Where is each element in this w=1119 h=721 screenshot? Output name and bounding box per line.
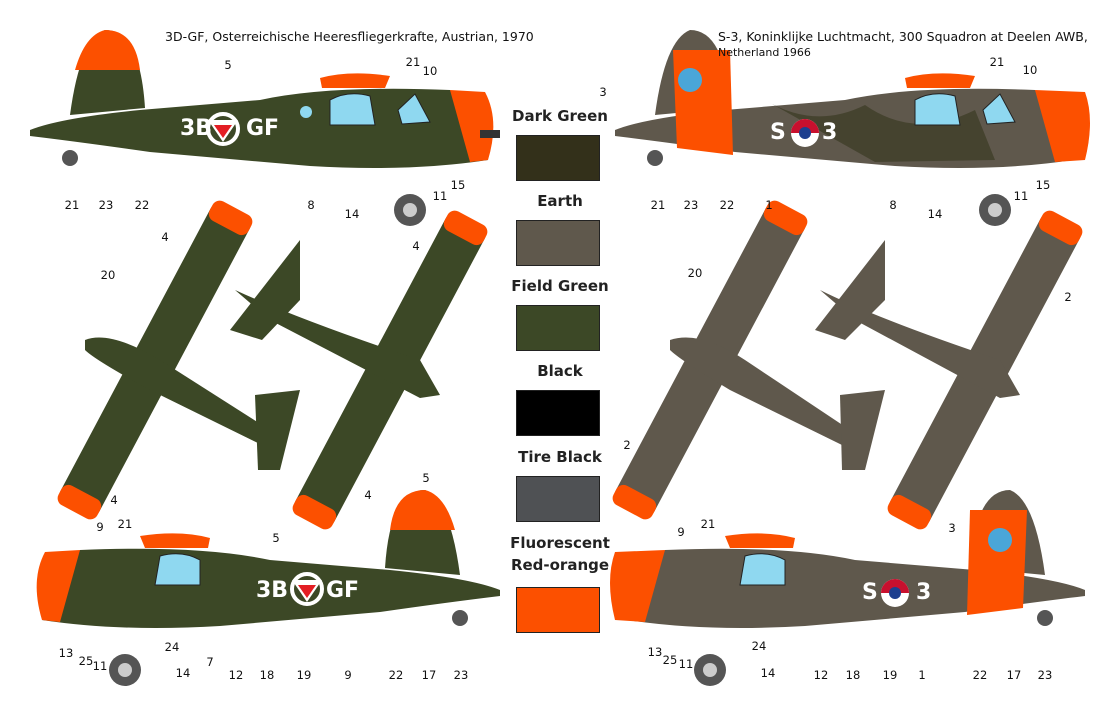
callout: 12 bbox=[813, 668, 829, 682]
callout: 23 bbox=[453, 668, 469, 682]
callout: 22 bbox=[134, 198, 150, 212]
callout: 14 bbox=[175, 666, 191, 680]
swatch-label: Red-orange bbox=[510, 556, 610, 574]
swatch-field-green bbox=[516, 305, 600, 351]
callout: 20 bbox=[100, 268, 116, 282]
callout: 15 bbox=[1035, 178, 1051, 192]
callout: 8 bbox=[307, 198, 315, 212]
swatch-label: Field Green bbox=[511, 277, 609, 295]
registration-right: 3 bbox=[822, 120, 838, 145]
callout: 22 bbox=[719, 198, 735, 212]
callout: 2 bbox=[623, 438, 631, 452]
callout: 4 bbox=[412, 239, 420, 253]
callout: 3 bbox=[948, 521, 956, 535]
callout: 4 bbox=[161, 230, 169, 244]
callout: 11 bbox=[678, 657, 694, 671]
registration-left: S bbox=[770, 120, 786, 145]
callout: 22 bbox=[388, 668, 404, 682]
callout: 8 bbox=[889, 198, 897, 212]
callout: 1 bbox=[918, 668, 926, 682]
registration-right: GF bbox=[246, 116, 280, 141]
swatch-label: Earth bbox=[537, 192, 583, 210]
dutch-side-profile-top bbox=[615, 30, 1090, 226]
callout: 3 bbox=[599, 85, 607, 99]
callout: 5 bbox=[422, 471, 430, 485]
swatch-label: Fluorescent bbox=[510, 534, 610, 552]
callout: 11 bbox=[92, 659, 108, 673]
registration-left: 3B bbox=[180, 116, 213, 141]
callout: 7 bbox=[206, 655, 214, 669]
callout: 11 bbox=[432, 189, 448, 203]
dutch-side-profile-bottom bbox=[610, 490, 1085, 686]
callout: 23 bbox=[683, 198, 699, 212]
swatch-black bbox=[516, 390, 600, 436]
scheme-title-dutch: S-3, Koninklijke Luchtmacht, 300 Squadro… bbox=[718, 29, 1088, 44]
austrian-side-profile-bottom bbox=[36, 490, 500, 686]
swatch-dark-green bbox=[516, 135, 600, 181]
callout: 1 bbox=[765, 198, 773, 212]
swatch-fluorescent-red-orange bbox=[516, 587, 600, 633]
callout: 5 bbox=[224, 58, 232, 72]
callout: 25 bbox=[662, 653, 678, 667]
swatch-label: Black bbox=[537, 362, 583, 380]
scheme-title-austrian: 3D-GF, Osterreichische Heeresfliegerkraf… bbox=[165, 29, 534, 44]
callout: 5 bbox=[272, 531, 280, 545]
callout: 17 bbox=[1006, 668, 1022, 682]
austrian-top-fuselage bbox=[85, 337, 270, 445]
callout: 13 bbox=[58, 646, 74, 660]
austrian-side-profile-top bbox=[30, 30, 500, 226]
callout: 4 bbox=[364, 488, 372, 502]
callout: 19 bbox=[882, 668, 898, 682]
callout: 12 bbox=[228, 668, 244, 682]
callout: 21 bbox=[405, 55, 421, 69]
callout: 10 bbox=[422, 64, 438, 78]
callout: 9 bbox=[677, 525, 685, 539]
callout: 18 bbox=[845, 668, 861, 682]
registration-left: S bbox=[862, 580, 878, 605]
callout: 17 bbox=[421, 668, 437, 682]
callout: 14 bbox=[344, 207, 360, 221]
swatch-tire-black bbox=[516, 476, 600, 522]
callout: 21 bbox=[117, 517, 133, 531]
callout: 11 bbox=[1013, 189, 1029, 203]
callout: 25 bbox=[78, 654, 94, 668]
callout: 21 bbox=[989, 55, 1005, 69]
swatch-label: Dark Green bbox=[512, 107, 608, 125]
swatch-label: Tire Black bbox=[518, 448, 602, 466]
callout: 22 bbox=[972, 668, 988, 682]
callout: 21 bbox=[650, 198, 666, 212]
callout: 23 bbox=[98, 198, 114, 212]
callout: 21 bbox=[700, 517, 716, 531]
registration-right: 3 bbox=[916, 580, 932, 605]
callout: 23 bbox=[1037, 668, 1053, 682]
callout: 15 bbox=[450, 178, 466, 192]
callout: 14 bbox=[927, 207, 943, 221]
callout: 9 bbox=[96, 520, 104, 534]
callout: 13 bbox=[647, 645, 663, 659]
callout: 18 bbox=[259, 668, 275, 682]
callout: 19 bbox=[296, 668, 312, 682]
callout: 21 bbox=[64, 198, 80, 212]
callout: 9 bbox=[344, 668, 352, 682]
registration-right: GF bbox=[326, 578, 360, 603]
callout: 14 bbox=[760, 666, 776, 680]
callout: 20 bbox=[687, 266, 703, 280]
callout: 24 bbox=[164, 640, 180, 654]
scheme-title-dutch-line2: Netherland 1966 bbox=[718, 46, 811, 59]
swatch-earth bbox=[516, 220, 600, 266]
registration-left: 3B bbox=[256, 578, 289, 603]
callout: 2 bbox=[1064, 290, 1072, 304]
callout: 10 bbox=[1022, 63, 1038, 77]
callout: 4 bbox=[110, 493, 118, 507]
callout: 24 bbox=[751, 639, 767, 653]
